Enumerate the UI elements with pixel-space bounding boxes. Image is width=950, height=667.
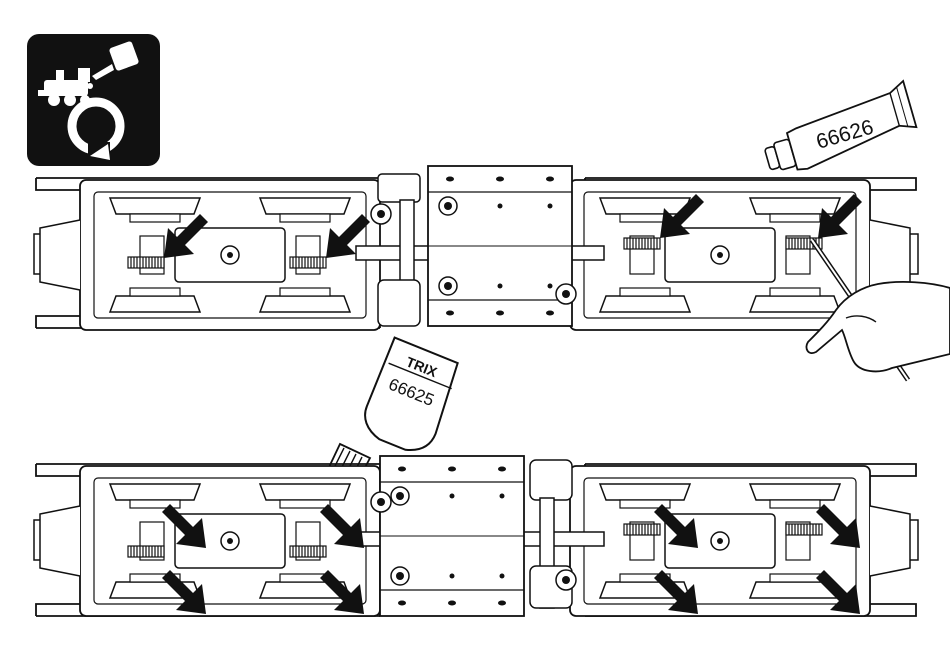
chassis-bottom-view <box>34 456 918 616</box>
bogie-left <box>40 466 380 616</box>
chassis-top-view <box>34 166 950 380</box>
grease-tube: 66626 <box>757 81 919 179</box>
lubrication-service-icon <box>27 34 160 166</box>
